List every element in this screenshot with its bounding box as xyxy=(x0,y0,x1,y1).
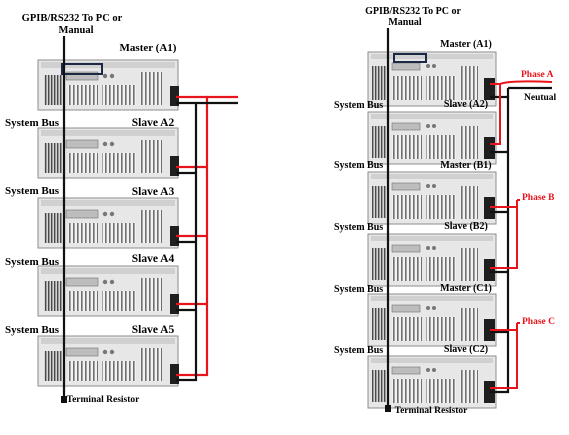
left-bus-label-2: System Bus xyxy=(5,185,60,197)
right-output-terminal-c2 xyxy=(484,381,495,403)
right-unit-label-c1: Master (C1) xyxy=(440,283,492,294)
left-output-terminal-a5 xyxy=(170,364,179,384)
right-gpib-port-highlight xyxy=(393,53,427,63)
right-pc-label-line1: GPIB/RS232 To PC or xyxy=(365,6,461,17)
right-output-terminal-b1 xyxy=(484,197,495,219)
left-terminal-label: Terminal Resistor xyxy=(67,395,141,405)
left-unit-master-a1 xyxy=(37,59,179,111)
right-bus-label-1: System Bus xyxy=(334,100,383,111)
left-gpib-port-highlight xyxy=(61,63,103,75)
right-unit-slave-a2 xyxy=(367,111,497,165)
left-bus-label-4: System Bus xyxy=(5,324,60,336)
left-bus-label-3: System Bus xyxy=(5,256,60,268)
phase-a-label: Phase A xyxy=(521,70,554,80)
right-unit-slave-b2 xyxy=(367,233,497,287)
right-unit-label-a1: Master (A1) xyxy=(440,39,492,50)
left-unit-slave-a3 xyxy=(37,197,179,249)
phase-b-label: Phase B xyxy=(522,193,555,203)
left-unit-label-a5: Slave A5 xyxy=(132,324,175,336)
left-diagram: GPIB/RS232 To PC or Manual Master (A1) xyxy=(5,13,238,405)
left-unit-label-a4: Slave A4 xyxy=(132,253,175,265)
right-terminal-label: Terminal Resistor xyxy=(395,406,469,416)
right-output-terminal-b2 xyxy=(484,259,495,281)
right-unit-label-b1: Master (B1) xyxy=(440,160,491,171)
right-output-terminal-c1 xyxy=(484,319,495,341)
right-diagram: GPIB/RS232 To PC or Manual Master (A1) xyxy=(334,6,557,416)
right-terminal-resistor xyxy=(385,405,391,412)
phase-c-label: Phase C xyxy=(522,317,555,327)
left-unit-label-a2: Slave A2 xyxy=(132,117,175,129)
left-output-wiring xyxy=(176,95,238,382)
right-unit-master-b1 xyxy=(367,171,497,225)
neutral-label: Neutual xyxy=(524,93,557,103)
right-unit-label-c2: Slave (C2) xyxy=(444,344,488,355)
right-bus-label-5: System Bus xyxy=(334,345,383,356)
right-output-wiring xyxy=(490,80,553,394)
right-unit-label-b2: Slave (B2) xyxy=(444,221,488,232)
right-unit-label-a2: Slave (A2) xyxy=(444,99,488,110)
left-unit-label-a3: Slave A3 xyxy=(132,186,175,198)
right-unit-master-c1 xyxy=(367,293,497,347)
right-bus-label-4: System Bus xyxy=(334,284,383,295)
left-output-terminal-a1 xyxy=(170,86,179,106)
left-unit-slave-a5 xyxy=(37,335,179,387)
left-output-terminal-a4 xyxy=(170,294,179,314)
left-unit-label-a1: Master (A1) xyxy=(120,42,177,54)
left-unit-slave-a4 xyxy=(37,265,179,317)
right-bus-label-3: System Bus xyxy=(334,222,383,233)
right-unit-master-a1 xyxy=(367,51,497,107)
right-output-terminal-a2 xyxy=(484,137,495,159)
left-pc-label-line1: GPIB/RS232 To PC or xyxy=(22,13,123,24)
right-bus-label-2: System Bus xyxy=(334,160,383,171)
left-output-terminal-a3 xyxy=(170,226,179,246)
left-pc-label-line2: Manual xyxy=(58,25,93,36)
right-output-terminal-a1 xyxy=(484,78,495,100)
left-output-terminal-a2 xyxy=(170,156,179,176)
left-bus-label-1: System Bus xyxy=(5,117,60,129)
right-pc-label-line2: Manual xyxy=(388,17,422,28)
right-unit-slave-c2 xyxy=(367,355,497,409)
left-unit-slave-a2 xyxy=(37,127,179,179)
left-terminal-resistor xyxy=(61,396,67,403)
